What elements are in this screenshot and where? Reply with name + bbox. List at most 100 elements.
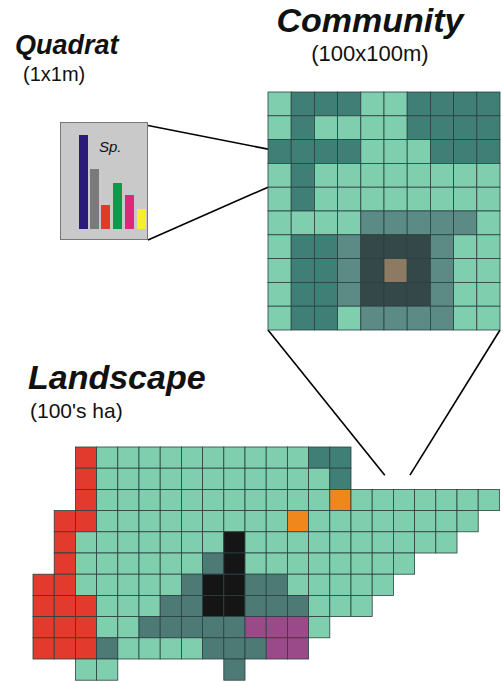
- grid-cell: [454, 187, 477, 211]
- axis-label: Sp.: [99, 139, 122, 156]
- landscape-grid: Landscape(100's ha): [0, 447, 503, 682]
- grid-cell: [314, 92, 337, 116]
- grid-cell: [291, 116, 314, 140]
- grid-cell: [372, 511, 393, 532]
- grid-cell: [407, 259, 430, 283]
- grid-cell: [314, 259, 337, 283]
- grid-cell: [309, 468, 330, 489]
- panel-heading: Quadrat: [15, 31, 119, 61]
- grid-cell: [118, 574, 139, 595]
- grid-cell: [268, 92, 291, 116]
- grid-cell: [309, 489, 330, 510]
- grid-cell: [75, 532, 96, 553]
- community-grid-art: [268, 92, 500, 330]
- grid-cell: [330, 447, 351, 468]
- grid-cell: [287, 574, 308, 595]
- grid-cell: [268, 140, 291, 164]
- grid-cell: [384, 140, 407, 164]
- grid-cell: [160, 574, 181, 595]
- grid-cell: [287, 447, 308, 468]
- grid-cell: [314, 140, 337, 164]
- grid-cell: [351, 595, 372, 616]
- grid-cell: [224, 638, 245, 659]
- grid-cell: [454, 259, 477, 283]
- grid-cell: [266, 489, 287, 510]
- grid-cell: [372, 532, 393, 553]
- grid-cell: [139, 532, 160, 553]
- grid-cell: [384, 163, 407, 187]
- grid-cell: [309, 595, 330, 616]
- grid-cell: [372, 553, 393, 574]
- grid-cell: [203, 532, 224, 553]
- zoom-line: [148, 187, 268, 240]
- grid-cell: [291, 187, 314, 211]
- grid-cell: [203, 447, 224, 468]
- grid-cell: [330, 595, 351, 616]
- grid-cell: [477, 116, 500, 140]
- grid-cell: [160, 489, 181, 510]
- grid-cell: [118, 489, 139, 510]
- grid-cell: [181, 595, 202, 616]
- grid-cell: [436, 532, 457, 553]
- grid-cell: [75, 617, 96, 638]
- grid-cell: [33, 638, 54, 659]
- grid-cell: [351, 574, 372, 595]
- grid-cell: [75, 659, 96, 680]
- grid-cell: [454, 211, 477, 235]
- grid-cell: [330, 532, 351, 553]
- grid-cell: [245, 468, 266, 489]
- grid-cell: [309, 532, 330, 553]
- grid-cell: [407, 306, 430, 330]
- grid-cell: [139, 617, 160, 638]
- grid-cell: [203, 553, 224, 574]
- grid-cell: [33, 617, 54, 638]
- grid-cell: [430, 211, 453, 235]
- grid-cell: [430, 259, 453, 283]
- grid-cell: [338, 235, 361, 259]
- grid-cell: [54, 617, 75, 638]
- grid-cell: [33, 574, 54, 595]
- grid-cell: [97, 447, 118, 468]
- grid-cell: [224, 447, 245, 468]
- grid-cell: [338, 92, 361, 116]
- grid-cell: [181, 574, 202, 595]
- species-bar: [125, 195, 134, 229]
- grid-cell: [457, 489, 478, 510]
- grid-cell: [291, 306, 314, 330]
- quadrat-box: Quadrat(1x1m)Sp.: [60, 122, 148, 240]
- grid-cell: [372, 489, 393, 510]
- grid-cell: [287, 595, 308, 616]
- grid-cell: [384, 259, 407, 283]
- grid-cell: [454, 140, 477, 164]
- grid-cell: [430, 116, 453, 140]
- grid-cell: [314, 163, 337, 187]
- grid-cell: [415, 511, 436, 532]
- grid-cell: [118, 447, 139, 468]
- grid-cell: [181, 468, 202, 489]
- grid-cell: [287, 617, 308, 638]
- species-bar: [137, 209, 146, 229]
- grid-cell: [118, 511, 139, 532]
- grid-cell: [75, 468, 96, 489]
- grid-cell: [454, 116, 477, 140]
- grid-cell: [430, 187, 453, 211]
- grid-cell: [393, 489, 414, 510]
- grid-cell: [384, 187, 407, 211]
- grid-cell: [139, 489, 160, 510]
- grid-cell: [181, 447, 202, 468]
- grid-cell: [384, 306, 407, 330]
- grid-cell: [160, 617, 181, 638]
- grid-cell: [97, 659, 118, 680]
- grid-cell: [245, 532, 266, 553]
- grid-cell: [477, 282, 500, 306]
- grid-cell: [407, 282, 430, 306]
- grid-cell: [361, 140, 384, 164]
- grid-cell: [330, 574, 351, 595]
- grid-cell: [454, 163, 477, 187]
- grid-cell: [97, 617, 118, 638]
- grid-cell: [266, 638, 287, 659]
- grid-cell: [309, 617, 330, 638]
- grid-cell: [245, 595, 266, 616]
- grid-cell: [139, 595, 160, 616]
